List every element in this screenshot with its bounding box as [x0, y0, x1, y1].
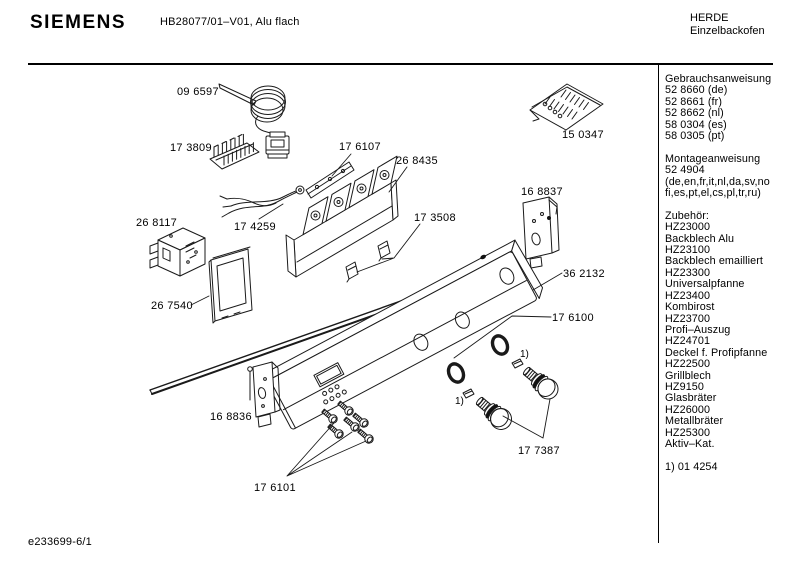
sidebar-line: HZ26000 [665, 403, 711, 416]
sidebar-line: 58 0304 (es) [665, 118, 727, 131]
sidebar-line: HZ23400 [665, 289, 711, 302]
product-category: HERDE Einzelbackofen [690, 12, 765, 38]
sidebar-line: HZ9150 [665, 380, 705, 393]
sidebar-line: 52 8661 (fr) [665, 95, 723, 108]
part-17-6101-screws-drawing [321, 400, 374, 444]
sidebar-line: 52 8660 (de) [665, 84, 728, 97]
sidebar-line: HZ23300 [665, 266, 711, 279]
part-label-16-8836: 16 8836 [210, 411, 252, 423]
part-label-15-0347: 15 0347 [562, 129, 604, 141]
sidebar-line: Montageanweisung [665, 152, 761, 165]
sidebar-line: 52 8662 (nl) [665, 107, 724, 120]
part-16-8836-side-bracket-drawing [247, 361, 281, 428]
sidebar-line: HZ24701 [665, 335, 711, 348]
part-17-4259-wiring-harness-drawing [219, 185, 305, 218]
sidebar-line: Glasbräter [665, 392, 717, 405]
sidebar-line: Profi–Auszug [665, 323, 731, 336]
sidebar-line: HZ23000 [665, 221, 711, 234]
sidebar-line: Grillblech [665, 369, 712, 382]
part-label-26-8435: 26 8435 [396, 155, 438, 167]
sidebar-line: Backblech Alu [665, 232, 735, 245]
part-label-17-3809: 17 3809 [170, 142, 212, 154]
part-label-17-4259: 17 4259 [234, 221, 276, 233]
sidebar-line: Kombirost [665, 301, 715, 314]
sidebar-line: Universalpfanne [665, 278, 745, 291]
sidebar-line: HZ25300 [665, 426, 711, 439]
sidebar-line: Metallbräter [665, 415, 724, 428]
sidebar-line: Deckel f. Profipfanne [665, 346, 768, 359]
part-17-3809-terminal-block-drawing [209, 133, 260, 170]
leader-lines [190, 153, 563, 477]
part-label-36-2132: 36 2132 [563, 268, 605, 280]
footnote-marker-upper: 1) [520, 349, 529, 360]
part-09-6597-temperature-probe-drawing [218, 83, 290, 159]
part-label-17-6101: 17 6101 [254, 482, 296, 494]
part-17-3508-clip-drawing [345, 240, 391, 283]
part-label-17-3508: 17 3508 [414, 212, 456, 224]
part-label-26-7540: 26 7540 [151, 300, 193, 312]
product-line: HERDE [690, 12, 729, 24]
sidebar-line: 52 4904 [665, 164, 705, 177]
part-17-7387-knob-drawing [475, 366, 559, 430]
sidebar-line: Aktiv–Kat. [665, 437, 715, 450]
sidebar-line: HZ23100 [665, 244, 711, 257]
sidebar-line: HZ23700 [665, 312, 711, 325]
part-26-8117-switch-module-drawing [149, 227, 206, 277]
part-36-2132-control-panel-drawing [266, 239, 544, 430]
header-divider [28, 63, 773, 65]
sidebar-line: Gebrauchsanweisung [665, 73, 772, 85]
part-label-09-6597: 09 6597 [177, 86, 219, 98]
footnote-marker-lower: 1) [455, 396, 464, 407]
model-number: HB28077/01–V01, Alu flach [160, 16, 300, 28]
part-15-0347-screw-bag-drawing [529, 83, 604, 131]
part-16-8837-side-bracket-drawing [522, 196, 560, 269]
sidebar-line: (de,en,fr,it,nl,da,sv,no [665, 175, 770, 188]
sidebar-line: fi,es,pt,el,cs,pl,tr,ru) [665, 187, 762, 200]
drawing-number: e233699-6/1 [28, 536, 92, 548]
sidebar-line: 1) 01 4254 [665, 460, 718, 473]
part-17-6100-seal-ring-drawing [446, 334, 510, 384]
sidebar-line: Zubehör: [665, 209, 710, 222]
siemens-logo: SIEMENS [30, 12, 127, 33]
part-label-17-6100: 17 6100 [552, 312, 594, 324]
sidebar-line: HZ22500 [665, 358, 711, 371]
part-label-16-8837: 16 8837 [521, 186, 563, 198]
sidebar-line: 58 0305 (pt) [665, 130, 725, 143]
part-26-7540-frame-drawing [208, 246, 253, 324]
sidebar-line: Backblech emailliert [665, 255, 764, 268]
part-17-6107-mounting-strip-drawing [305, 161, 355, 199]
part-label-17-6107: 17 6107 [339, 141, 381, 153]
product-type: Einzelbackofen [690, 25, 765, 37]
part-footnote-clip-drawing [462, 358, 524, 399]
part-26-8435-switch-bank-drawing [285, 155, 399, 278]
part-label-26-8117: 26 8117 [136, 217, 178, 229]
sidebar-divider [658, 63, 659, 543]
part-label-17-7387: 17 7387 [518, 445, 560, 457]
